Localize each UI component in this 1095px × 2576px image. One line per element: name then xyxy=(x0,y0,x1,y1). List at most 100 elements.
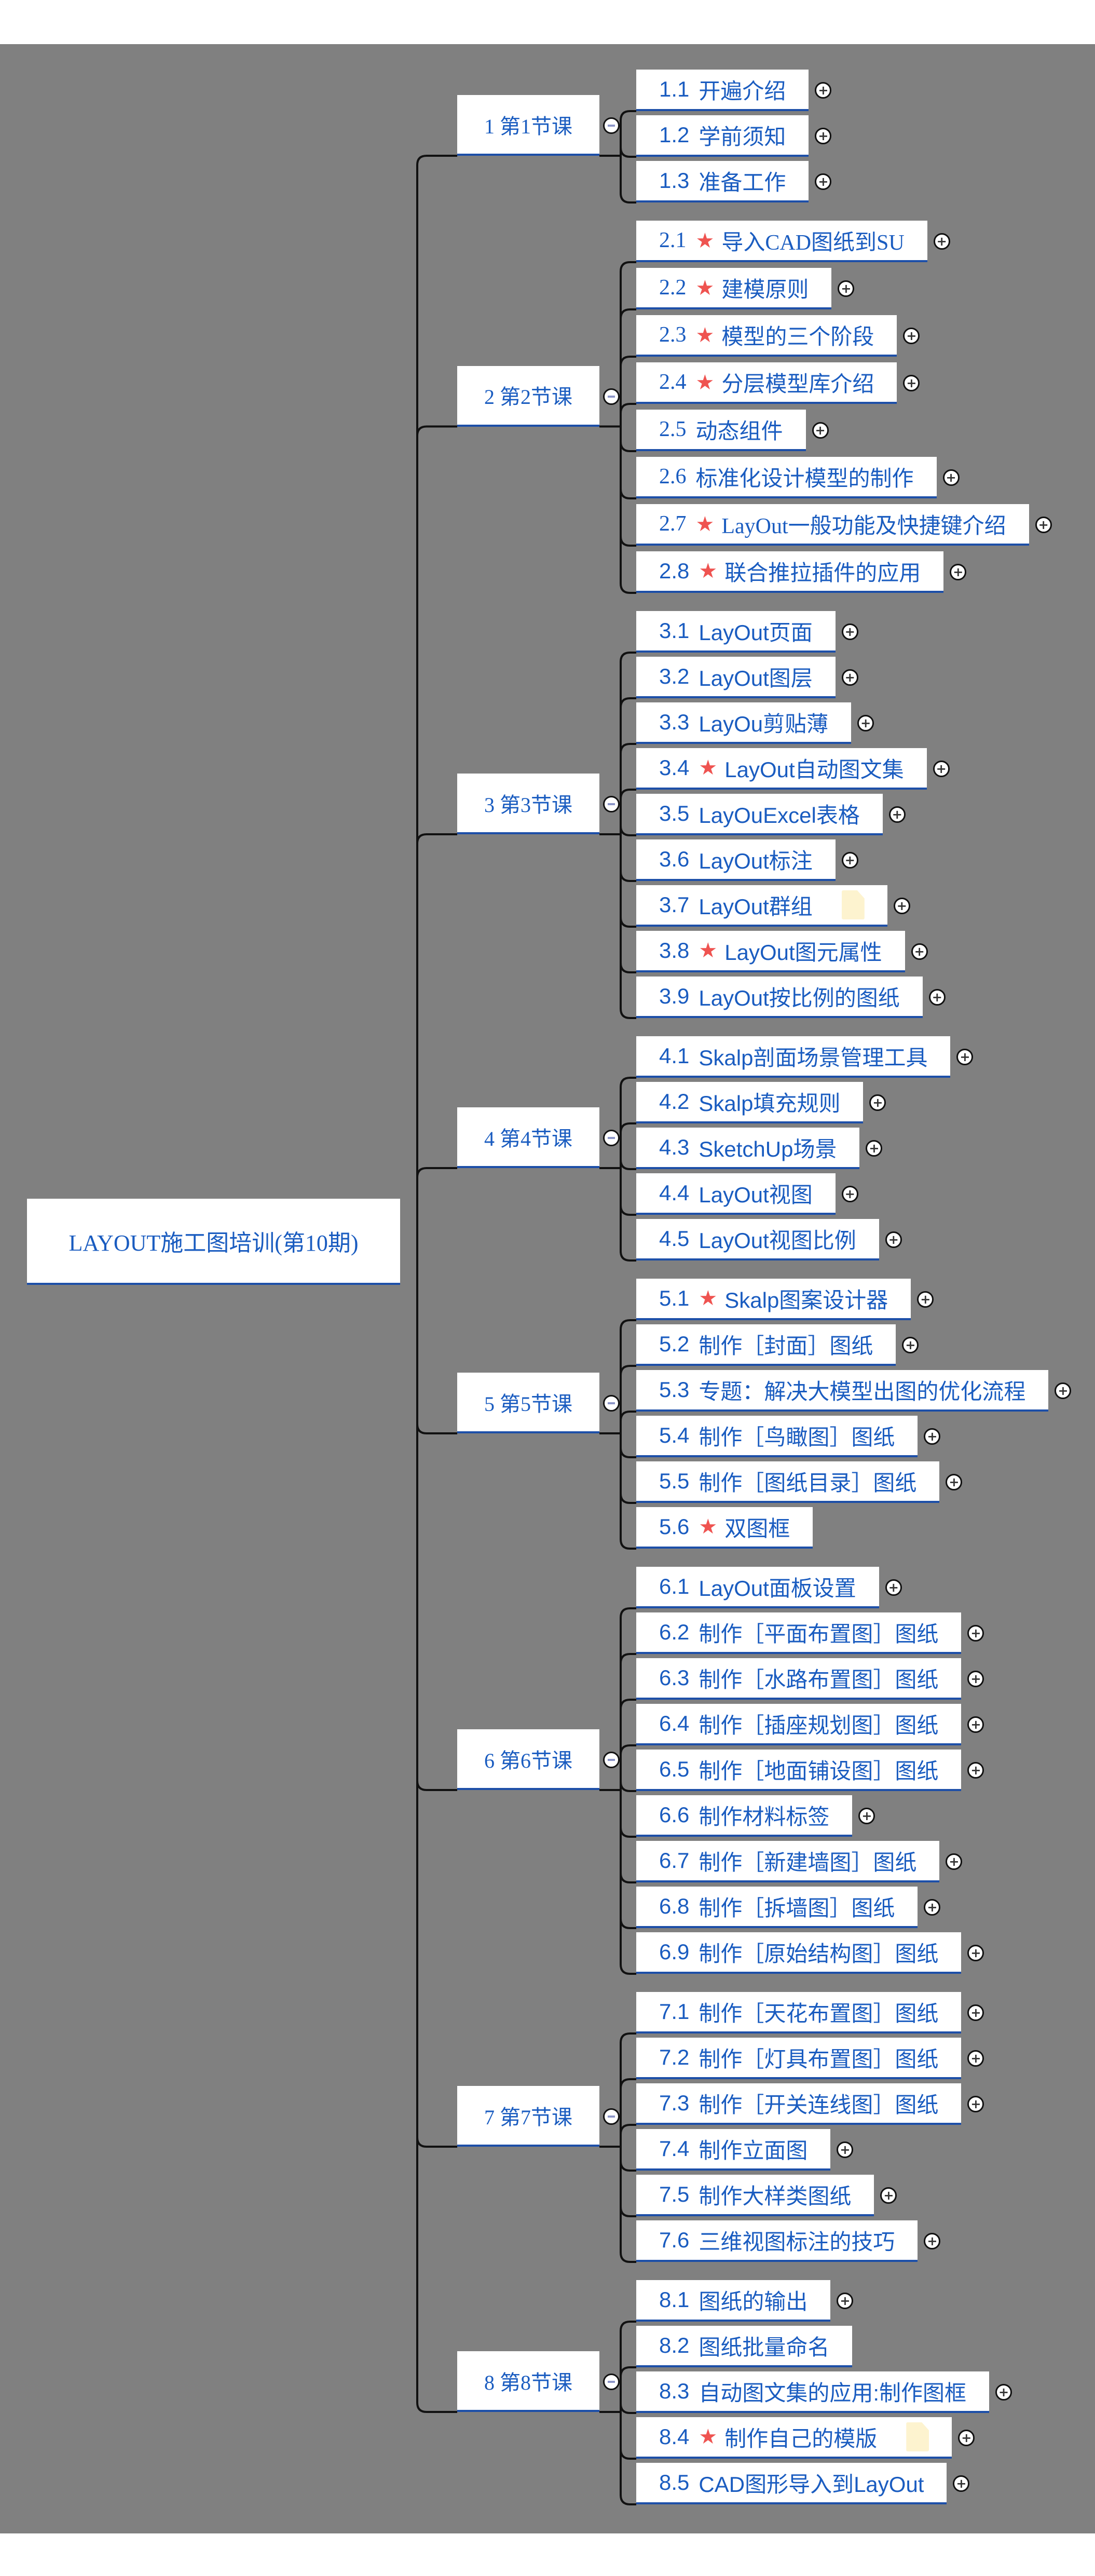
minus-circle-icon[interactable] xyxy=(603,2374,620,2390)
minus-circle-icon[interactable] xyxy=(603,1752,620,1768)
plus-circle-icon[interactable]: + xyxy=(924,2233,941,2249)
plus-circle-icon[interactable]: + xyxy=(967,2050,984,2067)
minus-circle-icon[interactable] xyxy=(603,1395,620,1412)
plus-circle-icon[interactable]: + xyxy=(967,1762,984,1779)
subtopic-2.3[interactable]: 2.3★模型的三个阶段 xyxy=(636,315,897,357)
plus-circle-icon[interactable]: + xyxy=(924,1899,941,1916)
plus-circle-icon[interactable]: + xyxy=(933,761,950,777)
plus-circle-icon[interactable]: + xyxy=(933,233,950,250)
plus-circle-icon[interactable]: + xyxy=(903,375,920,391)
plus-circle-icon[interactable]: + xyxy=(885,1231,902,1248)
plus-circle-icon[interactable]: + xyxy=(967,1671,984,1687)
subtopic-2.8[interactable]: 2.8★联合推拉插件的应用 xyxy=(636,551,944,593)
plus-circle-icon[interactable]: + xyxy=(838,280,855,297)
plus-circle-icon[interactable]: + xyxy=(953,2475,970,2492)
plus-circle-icon[interactable]: + xyxy=(956,1049,974,1065)
branch-topic-6[interactable]: 6 第6节课 xyxy=(457,1729,599,1790)
plus-circle-icon[interactable]: + xyxy=(858,1808,875,1824)
plus-circle-icon[interactable]: + xyxy=(880,2187,897,2204)
minus-circle-icon[interactable] xyxy=(603,796,620,812)
plus-circle-icon[interactable]: + xyxy=(837,2293,854,2309)
plus-circle-icon[interactable]: + xyxy=(841,852,858,869)
minus-circle-icon[interactable] xyxy=(603,1130,620,1146)
subtopic-8.4[interactable]: 8.4★制作自己的模版 xyxy=(636,2417,952,2459)
plus-circle-icon[interactable]: + xyxy=(903,328,920,344)
plus-circle-icon[interactable]: + xyxy=(812,422,829,439)
branch-topic-8[interactable]: 8 第8节课 xyxy=(457,2351,599,2412)
plus-circle-icon[interactable]: + xyxy=(967,2096,984,2112)
subtopic-5.6[interactable]: 5.6★双图框 xyxy=(636,1507,813,1549)
subtopic-2.7[interactable]: 2.7★LayOut一般功能及快捷键介绍 xyxy=(636,504,1029,546)
plus-circle-icon[interactable]: + xyxy=(815,173,832,190)
plus-circle-icon[interactable]: + xyxy=(841,669,858,686)
branch-topic-5[interactable]: 5 第5节课 xyxy=(457,1373,599,1433)
note-icon[interactable] xyxy=(906,2422,929,2451)
minus-circle-icon[interactable] xyxy=(603,117,620,134)
minus-circle-icon[interactable] xyxy=(603,388,620,405)
subtopic-2.4[interactable]: 2.4★分层模型库介绍 xyxy=(636,362,897,404)
plus-circle-icon[interactable]: + xyxy=(1055,1382,1072,1399)
plus-circle-icon[interactable]: + xyxy=(1035,517,1052,533)
plus-circle-icon[interactable]: + xyxy=(869,1094,886,1111)
plus-circle-icon[interactable]: + xyxy=(946,1853,963,1870)
plus-circle-icon[interactable]: + xyxy=(995,2384,1012,2401)
plus-circle-icon[interactable]: + xyxy=(841,623,858,640)
plus-circle-icon[interactable]: + xyxy=(942,469,960,486)
note-icon[interactable] xyxy=(841,890,865,919)
subtopic-2.1[interactable]: 2.1★导入CAD图纸到SU xyxy=(636,221,927,262)
plus-circle-icon[interactable]: + xyxy=(950,564,967,580)
plus-circle-icon[interactable]: + xyxy=(946,1474,963,1490)
plus-circle-icon[interactable]: + xyxy=(928,989,946,1006)
plus-circle-icon[interactable]: + xyxy=(857,715,874,731)
branch-topic-1[interactable]: 1 第1节课 xyxy=(457,95,599,156)
subtopic-3.4[interactable]: 3.4★LayOut自动图文集 xyxy=(636,748,927,790)
root-topic[interactable]: LAYOUT施工图培训(第10期) xyxy=(27,1199,400,1285)
plus-circle-icon[interactable]: + xyxy=(885,1579,902,1596)
plus-circle-icon[interactable]: + xyxy=(967,1716,984,1733)
branch-topic-7[interactable]: 7 第7节课 xyxy=(457,2086,599,2147)
plus-circle-icon[interactable]: + xyxy=(917,1291,934,1308)
plus-circle-icon[interactable]: + xyxy=(893,898,910,914)
plus-circle-icon[interactable]: + xyxy=(967,2004,984,2021)
plus-circle-icon[interactable]: + xyxy=(888,806,906,823)
plus-circle-icon[interactable]: + xyxy=(911,943,928,960)
plus-circle-icon[interactable]: + xyxy=(837,2141,854,2158)
subtopic-2.2[interactable]: 2.2★建模原则 xyxy=(636,268,832,309)
minus-circle-icon[interactable] xyxy=(603,2108,620,2125)
subtopic-3.8[interactable]: 3.8★LayOut图元属性 xyxy=(636,931,905,972)
